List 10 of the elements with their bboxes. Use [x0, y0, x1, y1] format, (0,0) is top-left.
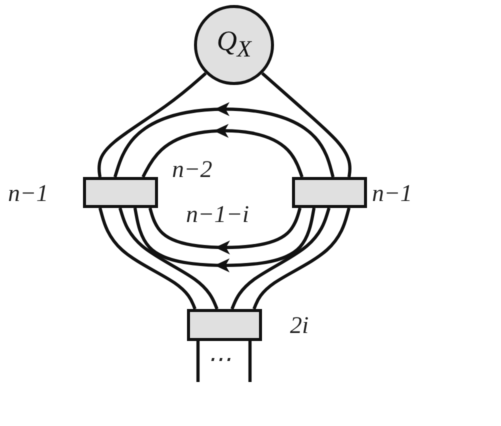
coupon-box — [83, 177, 158, 208]
strand-label: ⋯ — [207, 348, 231, 372]
multiplicity-label: n−1 — [8, 182, 48, 206]
strand-label: n−2 — [172, 158, 212, 182]
node-label: Q$_{X}$ — [216, 28, 252, 62]
coupon-box — [187, 309, 262, 341]
multiplicity-label: 2i — [290, 314, 309, 338]
multiplicity-label: n−1 — [372, 182, 412, 206]
coupon-box — [292, 177, 367, 208]
strand-label: n−1−i — [186, 203, 250, 227]
